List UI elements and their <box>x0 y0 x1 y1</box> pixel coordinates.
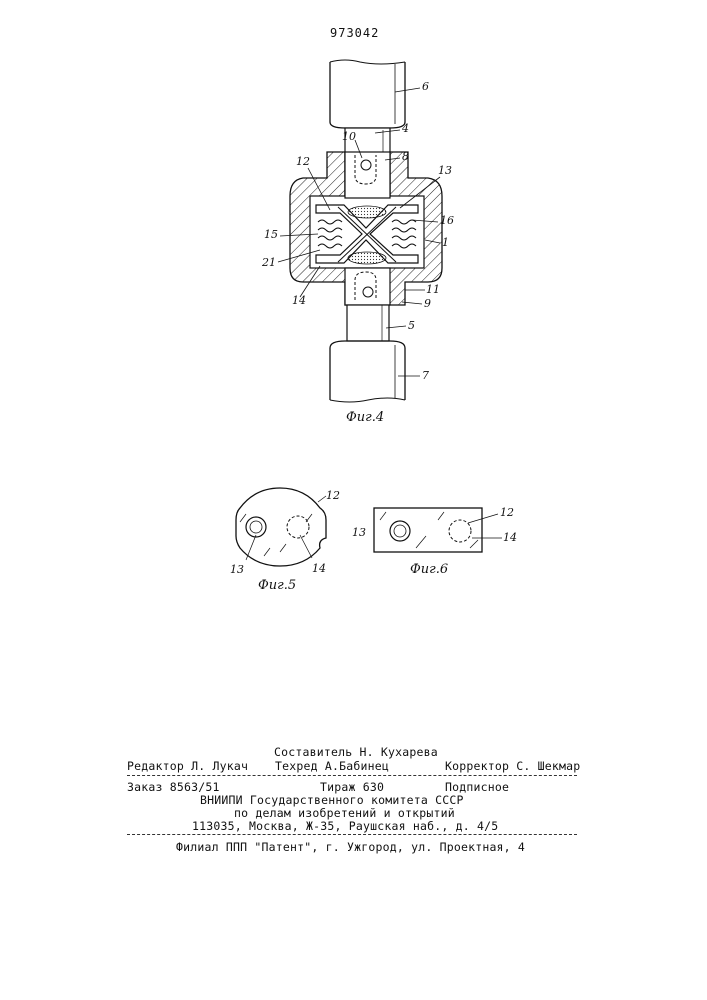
imprint-compiler: Составитель Н. Кухарева <box>274 745 438 759</box>
fig6-label-14: 14 <box>503 531 517 544</box>
divider-top <box>127 775 577 776</box>
fig6-caption: Фиг.6 <box>410 562 448 577</box>
fig6-label-13: 13 <box>352 526 366 539</box>
divider-bottom <box>127 834 577 835</box>
imprint-order: Заказ 8563/51 <box>127 780 220 794</box>
imprint-corrector: Корректор С. Шекмар <box>445 759 580 773</box>
imprint-circulation: Тираж 630 <box>320 780 384 794</box>
fig6-label-12: 12 <box>500 506 514 519</box>
fig6-hole-13 <box>390 521 410 541</box>
imprint-editor: Редактор Л. Лукач <box>127 759 248 773</box>
imprint-address: 113035, Москва, Ж-35, Раушская наб., д. … <box>192 819 498 833</box>
imprint-techred: Техред А.Бабинец <box>275 759 389 773</box>
imprint-branch: Филиал ППП "Патент", г. Ужгород, ул. Про… <box>176 840 525 854</box>
imprint-subscription: Подписное <box>445 780 509 794</box>
imprint-org-line1: ВНИИПИ Государственного комитета СССР <box>200 793 464 807</box>
imprint-org-line2: по делам изобретений и открытий <box>234 806 455 820</box>
